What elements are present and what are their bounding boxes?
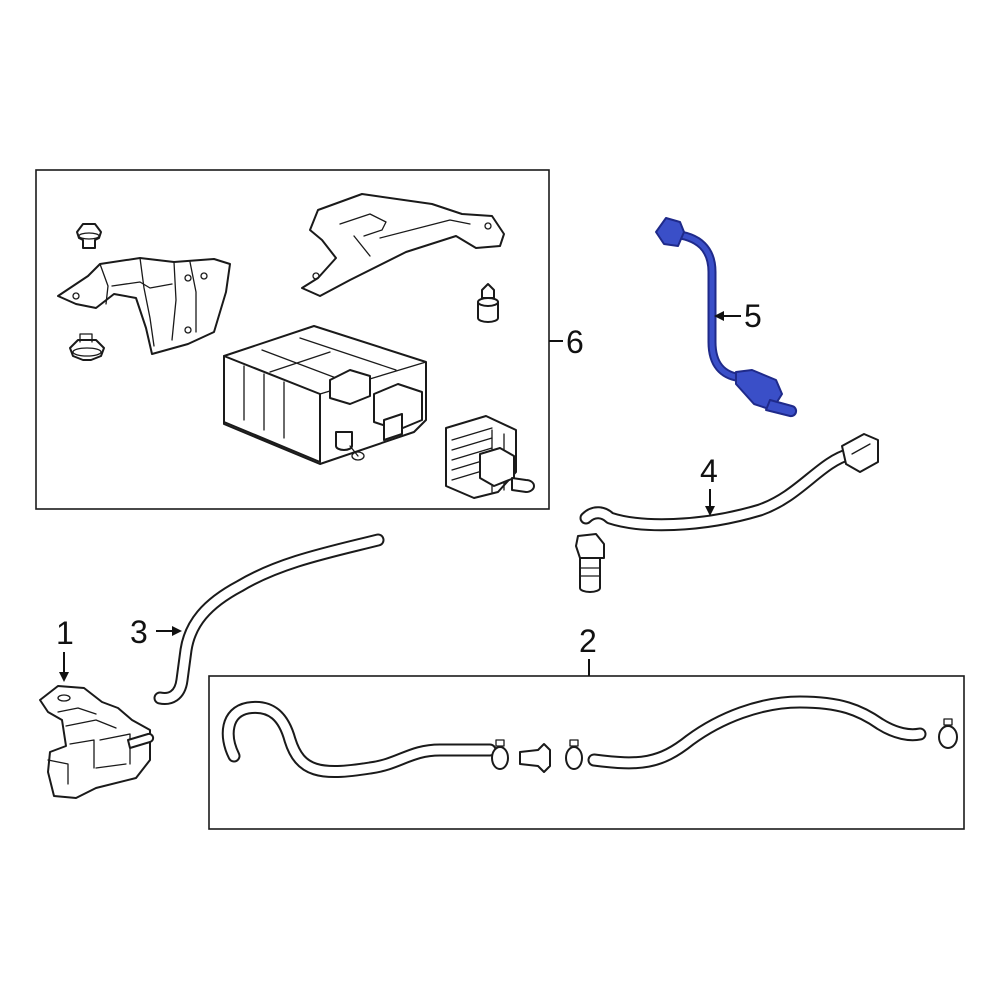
hose-assembly-frame [208, 675, 965, 830]
charcoal-canister-icon [223, 325, 427, 465]
canister-bracket-top-icon [301, 193, 505, 297]
grommet-clip-icon [76, 223, 102, 249]
callout-5-label: 5 [744, 298, 762, 334]
vent-plug-icon [477, 283, 499, 323]
sensor-4-tip-icon [579, 557, 601, 593]
grommet-clip-icon [69, 333, 105, 361]
sensor-4-wire [579, 447, 857, 532]
bracket-part-icon [39, 685, 155, 799]
callout-2-label: 2 [579, 623, 597, 659]
sensor-4-connector-icon [841, 433, 879, 473]
hose-3-group[interactable]: 3 [130, 533, 385, 705]
callout-3-label: 3 [130, 614, 148, 650]
canister-bracket-left-icon [57, 257, 231, 355]
sensor-5-tip-icon [765, 399, 798, 418]
canister-assembly-group[interactable]: 6 [35, 169, 584, 510]
canister-filter-icon [445, 415, 535, 499]
oxygen-sensor-5-group[interactable]: 5 [655, 217, 798, 418]
callout-4-label: 4 [700, 453, 718, 489]
sensor-5-connector-icon [655, 217, 685, 247]
hose-clamp-icon [938, 718, 958, 749]
oxygen-sensor-4-group[interactable]: 4 [575, 433, 879, 593]
hose-3-icon [153, 533, 385, 705]
canister-assembly-frame [35, 169, 550, 510]
callout-1-label: 1 [56, 615, 74, 651]
hose-2-left-icon [221, 700, 497, 779]
sensor-4-body-icon [575, 533, 605, 559]
hose-clamp-icon [565, 739, 583, 770]
hose-connector-icon [519, 743, 551, 773]
callout-6-label: 6 [566, 324, 584, 360]
bracket-1-group[interactable]: 1 [39, 615, 155, 799]
hose-assembly-group[interactable]: 2 [208, 623, 965, 830]
hose-clamp-icon [491, 739, 509, 770]
